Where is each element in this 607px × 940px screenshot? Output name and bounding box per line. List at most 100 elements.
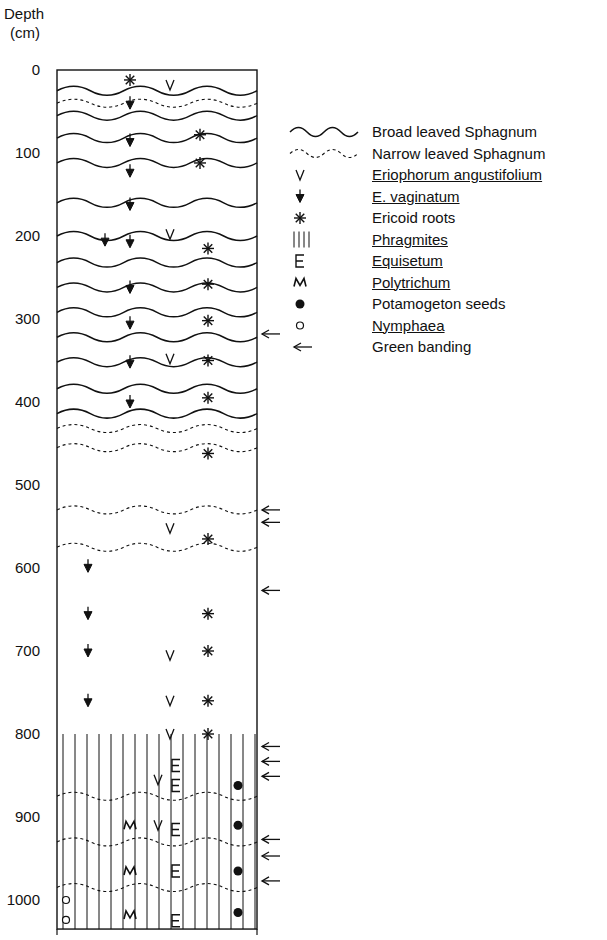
eriophorum-vaginatum-symbol <box>126 285 134 293</box>
ericoid-root-symbol <box>296 214 304 222</box>
core-edge <box>256 929 257 935</box>
eriophorum-vaginatum-symbol <box>84 649 92 657</box>
phragmites-line <box>304 232 305 248</box>
narrow-sphagnum-wave <box>57 444 257 452</box>
depth-tick-label: 400 <box>15 393 40 411</box>
ericoid-root-symbol <box>196 130 204 138</box>
narrow-sphagnum-wave <box>57 792 257 800</box>
narrow-sphagnum-wave <box>290 150 358 158</box>
eriophorum-vaginatum-symbol <box>126 240 134 248</box>
broad-sphagnum-wave <box>57 409 257 418</box>
broad-sphagnum-wave <box>57 86 257 95</box>
depth-tick-label: 200 <box>15 227 40 245</box>
eriophorum-angustifolium-symbol <box>166 696 174 706</box>
green-banding-arrow <box>262 776 280 777</box>
potamogeton-seed-symbol <box>234 821 243 830</box>
eriophorum-vaginatum-symbol <box>126 202 134 210</box>
eriophorum-vaginatum-symbol <box>84 564 92 572</box>
phragmites-line <box>159 734 160 929</box>
narrow-sphagnum-wave <box>57 506 257 514</box>
phragmites-line <box>255 734 256 929</box>
broad-sphagnum-wave <box>57 333 257 342</box>
phragmites-line <box>299 232 300 248</box>
polytrichum-symbol <box>294 279 306 287</box>
eriophorum-angustifolium-symbol <box>166 650 174 660</box>
phragmites-line <box>195 734 196 929</box>
eriophorum-vaginatum-symbol <box>126 360 134 368</box>
depth-tick-label: 300 <box>15 310 40 328</box>
legend-label: Broad leaved Sphagnum <box>372 123 537 141</box>
eriophorum-angustifolium-symbol <box>166 229 174 239</box>
broad-sphagnum-wave <box>57 258 257 267</box>
legend-label: Eriophorum angustifolium <box>372 166 542 184</box>
eriophorum-angustifolium-symbol <box>296 170 304 180</box>
phragmites-line <box>123 734 124 929</box>
eriophorum-angustifolium-symbol <box>166 354 174 364</box>
green-banding-arrow <box>262 839 280 840</box>
ericoid-root-symbol <box>204 449 212 457</box>
legend-label: Narrow leaved Sphagnum <box>372 145 545 163</box>
ericoid-root-symbol <box>204 535 212 543</box>
green-banding-arrow <box>262 746 280 747</box>
potamogeton-seed-symbol <box>234 908 243 917</box>
phragmites-line <box>87 734 88 929</box>
phragmites-line <box>99 734 100 929</box>
polytrichum-symbol <box>124 867 136 875</box>
broad-sphagnum-wave <box>57 308 257 317</box>
potamogeton-seed-symbol <box>296 300 305 309</box>
eriophorum-angustifolium-symbol <box>166 729 174 739</box>
phragmites-line <box>147 734 148 929</box>
eriophorum-vaginatum-symbol <box>126 400 134 408</box>
axis-unit: (cm) <box>10 24 40 42</box>
legend-label: Ericoid roots <box>372 209 455 227</box>
ericoid-root-symbol <box>204 280 212 288</box>
depth-tick-label: 700 <box>15 642 40 660</box>
green-banding-arrow <box>262 509 280 510</box>
green-banding-arrow <box>262 333 280 334</box>
broad-sphagnum-wave <box>57 232 257 241</box>
phragmites-line <box>294 232 295 248</box>
nymphaea-symbol <box>297 322 304 329</box>
eriophorum-vaginatum-symbol <box>126 139 134 147</box>
eriophorum-vaginatum-symbol <box>101 238 109 246</box>
eriophorum-angustifolium-symbol <box>154 820 162 830</box>
axis-title: Depth <box>4 5 44 23</box>
green-banding-arrow <box>262 880 280 881</box>
depth-tick-label: 800 <box>15 725 40 743</box>
phragmites-line <box>207 734 208 929</box>
broad-sphagnum-wave <box>57 358 257 367</box>
ericoid-root-symbol <box>204 394 212 402</box>
broad-sphagnum-wave <box>57 111 257 120</box>
ericoid-root-symbol <box>204 244 212 252</box>
green-banding-arrow <box>262 855 280 856</box>
ericoid-root-symbol <box>204 609 212 617</box>
depth-tick-label: 900 <box>15 808 40 826</box>
depth-tick-label: 1000 <box>7 891 40 909</box>
phragmites-line <box>219 734 220 929</box>
ericoid-root-symbol <box>204 697 212 705</box>
legend-label: Potamogeton seeds <box>372 295 505 313</box>
ericoid-root-symbol <box>204 316 212 324</box>
equisetum-symbol <box>172 779 180 791</box>
ericoid-root-symbol <box>126 76 134 84</box>
eriophorum-angustifolium-symbol <box>154 775 162 785</box>
eriophorum-angustifolium-symbol <box>166 523 174 533</box>
nymphaea-symbol <box>63 916 70 923</box>
phragmites-line <box>309 232 310 248</box>
polytrichum-symbol <box>124 821 136 829</box>
narrow-sphagnum-wave <box>57 543 257 551</box>
green-banding-arrow <box>294 346 312 347</box>
depth-tick-label: 100 <box>15 144 40 162</box>
potamogeton-seed-symbol <box>234 781 243 790</box>
polytrichum-symbol <box>124 911 136 919</box>
broad-sphagnum-wave <box>57 158 257 167</box>
legend-label: Phragmites <box>372 231 448 249</box>
phragmites-line <box>243 734 244 929</box>
eriophorum-vaginatum-symbol <box>84 612 92 620</box>
green-banding-arrow <box>262 761 280 762</box>
core-outline <box>57 70 257 929</box>
equisetum-symbol <box>172 760 180 772</box>
legend-label: E. vaginatum <box>372 188 460 206</box>
legend-label: Polytrichum <box>372 274 450 292</box>
broad-sphagnum-wave <box>57 134 257 143</box>
